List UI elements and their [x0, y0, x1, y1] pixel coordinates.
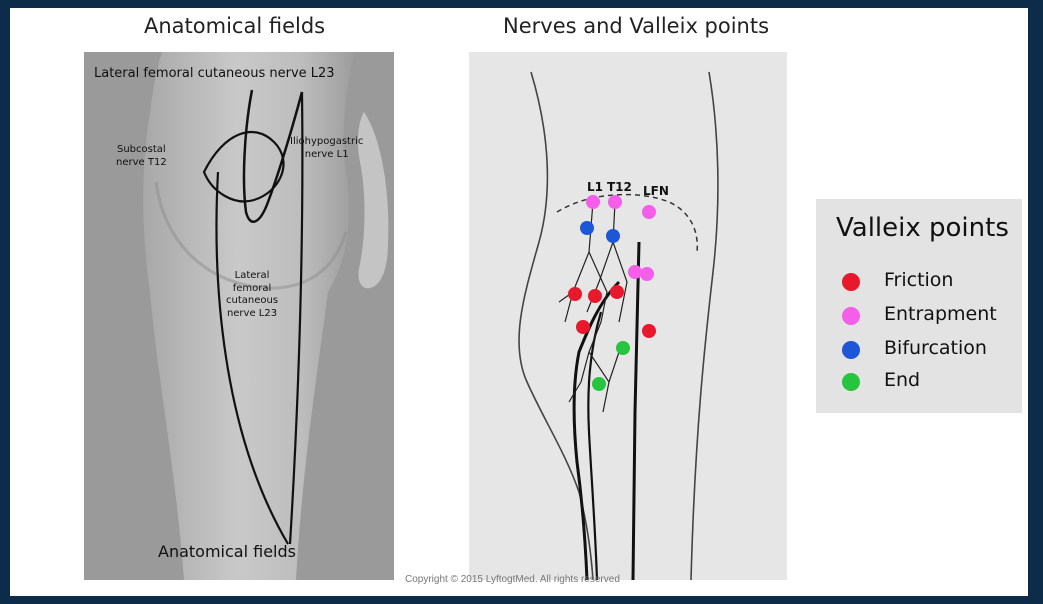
nerves-valleix-figure: L1 T12 LFN [469, 52, 787, 580]
valleix-point-friction [568, 287, 582, 301]
label-anatomical-fields-bottom: Anatomical fields [158, 542, 296, 562]
valleix-points-layer [469, 52, 787, 580]
valleix-point-bifurcation [606, 229, 620, 243]
legend-label: Entrapment [884, 303, 997, 325]
valleix-legend: Valleix points Friction Entrapment Bifur… [816, 199, 1022, 413]
legend-dot-entrapment [842, 307, 860, 325]
legend-dot-bifurcation [842, 341, 860, 359]
label-iliohypogastric: Iliohypogastric nerve L1 [290, 136, 363, 161]
legend-label: End [884, 369, 920, 391]
valleix-point-entrapment [586, 195, 600, 209]
legend-label: Bifurcation [884, 337, 987, 359]
label-lateral-femoral-top: Lateral femoral cutaneous nerve L23 [94, 66, 335, 82]
copyright-notice: Copyright © 2015 LyftogtMed. All rights … [405, 574, 620, 585]
legend-dot-friction [842, 273, 860, 291]
valleix-point-bifurcation [580, 221, 594, 235]
legend-label: Friction [884, 269, 953, 291]
legend-dot-end [842, 373, 860, 391]
valleix-point-end [616, 341, 630, 355]
valleix-point-entrapment [640, 267, 654, 281]
valleix-point-friction [588, 289, 602, 303]
title-anatomical-fields: Anatomical fields [144, 14, 325, 38]
valleix-point-end [592, 377, 606, 391]
valleix-point-entrapment [642, 205, 656, 219]
slide: Anatomical fields Nerves and Valleix poi… [10, 8, 1028, 596]
valleix-point-friction [576, 320, 590, 334]
valleix-point-friction [642, 324, 656, 338]
title-nerves-valleix: Nerves and Valleix points [503, 14, 769, 38]
valleix-point-entrapment [608, 195, 622, 209]
label-lateral-femoral-field: Lateral femoral cutaneous nerve L23 [226, 270, 278, 320]
legend-title: Valleix points [836, 213, 1009, 243]
valleix-point-friction [610, 285, 624, 299]
valleix-point-entrapment [628, 265, 642, 279]
label-subcostal: Subcostal nerve T12 [116, 144, 167, 169]
anatomical-fields-figure: Lateral femoral cutaneous nerve L23 Subc… [84, 52, 394, 580]
